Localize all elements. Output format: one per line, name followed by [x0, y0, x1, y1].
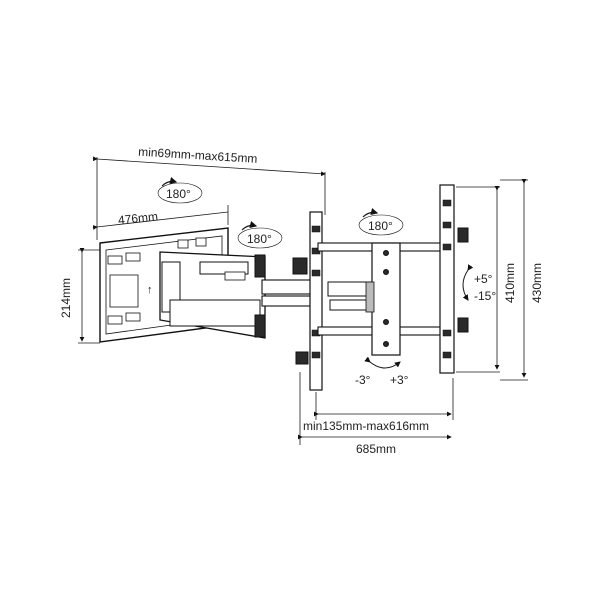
- vesa-vertical-dimension: 410mm: [456, 186, 517, 373]
- wall-plate-height-label: 214mm: [59, 278, 73, 318]
- tilt-up-label: +5°: [474, 272, 493, 286]
- vesa-horizontal-dimension: min135mm-max616mm: [299, 372, 454, 445]
- vesa-left-rail: [295, 211, 323, 391]
- tilt-down-label: -15°: [474, 289, 496, 303]
- rotation-arm: 180°: [237, 221, 283, 249]
- rotation-head-label: 180°: [368, 219, 393, 233]
- center-tilt-plate: [365, 242, 401, 356]
- tilt-indicator: +5° -15°: [462, 264, 496, 303]
- rotation-head: 180°: [358, 208, 404, 236]
- middle-arm: [261, 257, 318, 307]
- depth-dimension: 476mm: [92, 205, 229, 230]
- arrow-up-mark: ↑: [147, 284, 153, 296]
- vesa-vertical-label: 410mm: [503, 263, 517, 303]
- level-left-label: -3°: [355, 373, 371, 387]
- rotation-arm-label: 180°: [247, 232, 272, 246]
- overall-height-dimension: 430mm: [500, 179, 544, 381]
- rotation-wall: 180°: [157, 177, 203, 204]
- vesa-horizontal-label: min135mm-max616mm: [303, 419, 429, 433]
- wall-plate-height-dimension: 214mm: [59, 248, 100, 344]
- overall-width-dimension: 685mm: [298, 434, 452, 456]
- vesa-right-rail: [439, 184, 469, 374]
- wall-arm-bracket: [159, 251, 266, 339]
- level-right-label: +3°: [390, 373, 409, 387]
- rotation-wall-label: 180°: [166, 187, 191, 201]
- overall-width-label: 685mm: [356, 442, 396, 456]
- overall-height-label: 430mm: [530, 263, 544, 303]
- level-adjust-indicator: -3° +3°: [355, 356, 409, 387]
- depth-label: 476mm: [117, 209, 158, 227]
